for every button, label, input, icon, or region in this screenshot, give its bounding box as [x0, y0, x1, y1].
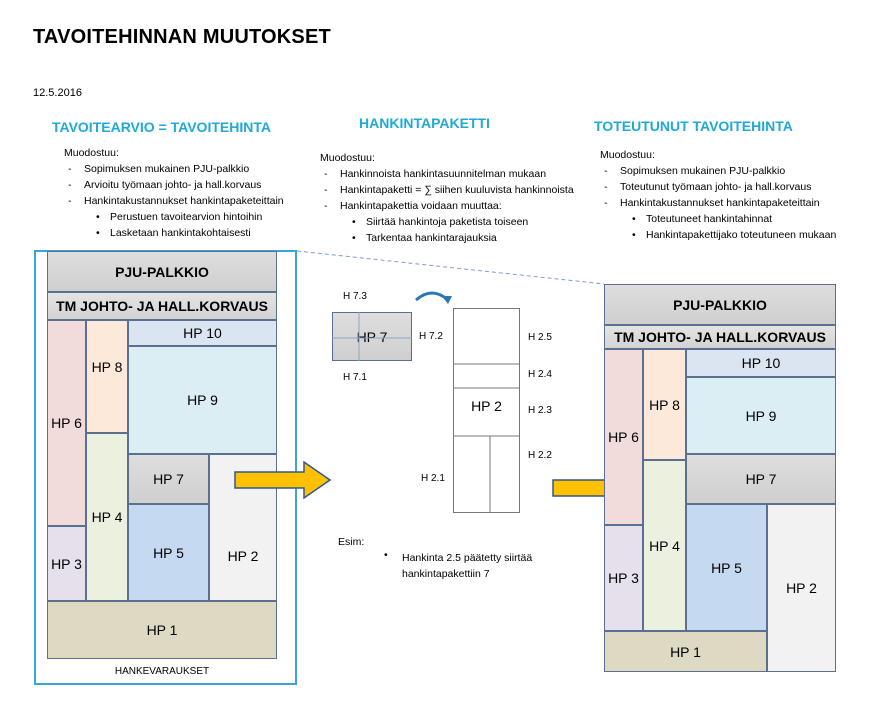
right-hp4-block: HP 4 — [643, 460, 686, 631]
left-description: Muodostuu: Sopimuksen mukainen PJU-palkk… — [64, 145, 284, 241]
date-label: 12.5.2016 — [33, 87, 82, 99]
middle-description: Muodostuu: Hankinnoista hankintasuunnite… — [320, 150, 574, 246]
right-heading: TOTEUTUNUT TAVOITEHINTA — [594, 118, 793, 134]
left-pju-block: PJU-PALKKIO — [47, 251, 277, 292]
right-subitem: Toteutuneet hankintahinnat — [600, 211, 836, 227]
label-h73: H 7.3 — [343, 291, 367, 302]
middle-heading: HANKINTAPAKETTI — [359, 115, 490, 131]
right-tm-block: TM JOHTO- JA HALL.KORVAUS — [604, 325, 836, 349]
left-intro: Muodostuu: — [64, 147, 119, 159]
label-h22: H 2.2 — [528, 450, 552, 461]
left-hp6-block: HP 6 — [47, 320, 86, 526]
middle-item: Hankintapakettia voidaan muuttaa: — [320, 198, 574, 214]
right-description: Muodostuu: Sopimuksen mukainen PJU-palkk… — [600, 147, 836, 243]
right-hp7-block: HP 7 — [686, 454, 836, 504]
right-hp5-block: HP 5 — [686, 504, 767, 631]
middle-intro: Muodostuu: — [320, 152, 375, 164]
middle-hp7-label: HP 7 — [356, 328, 388, 345]
left-subitem: Lasketaan hankintakohtaisesti — [64, 225, 284, 241]
right-subitem: Hankintapakettijako toteutuneen mukaan — [600, 227, 836, 243]
example-bullet-icon: • — [384, 549, 388, 561]
left-tm-block: TM JOHTO- JA HALL.KORVAUS — [47, 292, 277, 320]
left-hp10-block: HP 10 — [128, 320, 277, 346]
left-item: Sopimuksen mukainen PJU-palkkio — [64, 161, 284, 177]
right-hp3-block: HP 3 — [604, 525, 643, 631]
left-subitem: Perustuen tavoitearvion hintoihin — [64, 209, 284, 225]
left-hp8-block: HP 8 — [86, 320, 128, 433]
middle-subitem: Siirtää hankintoja paketista toiseen — [320, 214, 574, 230]
left-hp7-block: HP 7 — [128, 454, 209, 504]
arrow-right-icon — [234, 460, 332, 500]
left-footer-label: HANKEVARAUKSET — [114, 666, 210, 677]
middle-item: Hankintapaketti = ∑ siihen kuuluvista ha… — [320, 182, 574, 198]
middle-hp2-label: HP 2 — [471, 398, 502, 414]
middle-hp2-grid — [453, 363, 520, 513]
right-hp9-block: HP 9 — [686, 377, 836, 454]
right-hp10-block: HP 10 — [686, 349, 836, 377]
right-hp8-block: HP 8 — [643, 349, 686, 460]
right-intro: Muodostuu: — [600, 149, 655, 161]
left-hp4-block: HP 4 — [86, 433, 128, 601]
label-h72: H 7.2 — [419, 331, 443, 342]
right-item: Toteutunut työmaan johto- ja hall.korvau… — [600, 179, 836, 195]
example-text-line1: Hankinta 2.5 päätetty siirtää — [402, 552, 533, 564]
right-hp6-block: HP 6 — [604, 349, 643, 525]
left-heading: TAVOITEARVIO = TAVOITEHINTA — [52, 119, 271, 135]
label-h24: H 2.4 — [528, 369, 552, 380]
middle-subitem: Tarkentaa hankintarajauksia — [320, 230, 574, 246]
right-hp2-block: HP 2 — [767, 504, 836, 672]
example-text-line2: hankintapakettiin 7 — [402, 568, 490, 580]
left-hp3-block: HP 3 — [47, 526, 86, 601]
right-item: Hankintakustannukset hankintapaketeittai… — [600, 195, 836, 211]
label-h71: H 7.1 — [343, 372, 367, 383]
right-hp1-block: HP 1 — [604, 631, 767, 672]
label-h21: H 2.1 — [421, 473, 445, 484]
label-h25: H 2.5 — [528, 332, 552, 343]
middle-hp7-grid — [332, 312, 412, 361]
middle-hp2-box — [453, 308, 520, 513]
right-item: Sopimuksen mukainen PJU-palkkio — [600, 163, 836, 179]
left-hp9-block: HP 9 — [128, 346, 277, 454]
left-hp5-block: HP 5 — [128, 504, 209, 601]
middle-item: Hankinnoista hankintasuunnitelman mukaan — [320, 166, 574, 182]
right-pju-block: PJU-PALKKIO — [604, 284, 836, 325]
example-label: Esim: — [338, 536, 365, 548]
connector-line-top — [296, 250, 605, 285]
example-text: Hankinta 2.5 päätetty siirtää hankintapa… — [402, 550, 532, 582]
label-h23: H 2.3 — [528, 405, 552, 416]
curved-arrow-head-icon — [442, 296, 452, 304]
left-hp1-block: HP 1 — [47, 601, 277, 659]
left-item: Hankintakustannukset hankintapaketeittai… — [64, 193, 284, 209]
left-item: Arvioitu työmaan johto- ja hall.korvaus — [64, 177, 284, 193]
middle-hp7-box: HP 7 — [332, 312, 412, 361]
page-title: TAVOITEHINNAN MUUTOKSET — [33, 26, 331, 48]
